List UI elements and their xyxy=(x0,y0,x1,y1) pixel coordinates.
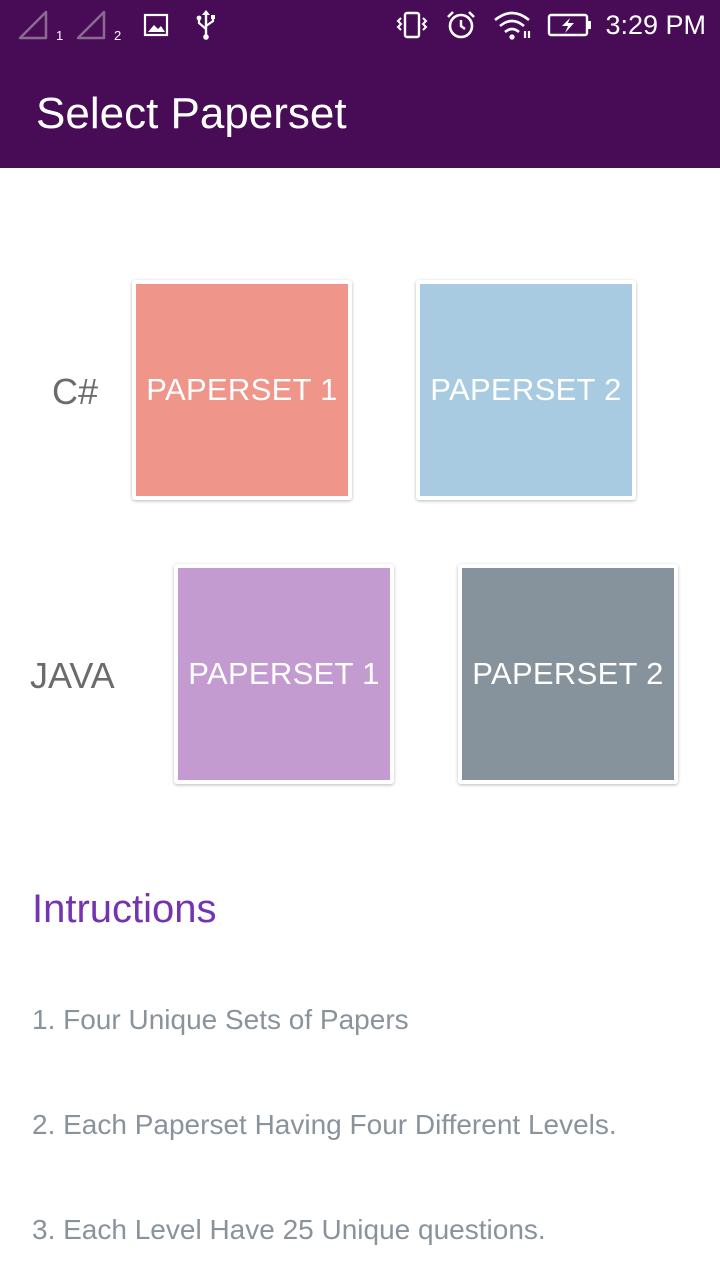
status-bar: 1 2 xyxy=(0,0,720,50)
java-paperset-2-button[interactable]: PAPERSET 2 xyxy=(458,564,678,784)
page-title: Select Paperset xyxy=(36,89,347,138)
alarm-icon xyxy=(444,0,478,50)
instruction-item: 1. Four Unique Sets of Papers xyxy=(32,1004,409,1035)
status-time: 3:29 PM xyxy=(605,10,706,40)
signal-sim2-icon: 2 xyxy=(74,0,124,50)
signal-sim1-icon: 1 xyxy=(16,0,66,50)
paperset-tile: PAPERSET 1 xyxy=(136,284,348,496)
instruction-item: 2. Each Paperset Having Four Different L… xyxy=(32,1109,617,1140)
java-paperset-1-button[interactable]: PAPERSET 1 xyxy=(174,564,394,784)
paperset-label: PAPERSET 2 xyxy=(430,372,622,407)
paperset-label: PAPERSET 1 xyxy=(188,656,380,691)
paperset-label: PAPERSET 1 xyxy=(146,372,338,407)
instructions-heading: Intructions xyxy=(32,887,217,931)
paperset-tile: PAPERSET 2 xyxy=(462,568,674,780)
instruction-item: 3. Each Level Have 25 Unique questions. xyxy=(32,1214,546,1245)
csharp-paperset-2-button[interactable]: PAPERSET 2 xyxy=(416,280,636,500)
sim1-label: 1 xyxy=(56,28,63,42)
csharp-paperset-1-button[interactable]: PAPERSET 1 xyxy=(132,280,352,500)
paperset-label: PAPERSET 2 xyxy=(472,656,664,691)
image-icon xyxy=(140,0,172,50)
row-label-csharp: C# xyxy=(52,371,99,412)
vibrate-icon xyxy=(394,0,430,50)
wifi-icon xyxy=(490,0,534,50)
battery-charging-icon xyxy=(546,0,594,50)
row-label-java: JAVA xyxy=(30,655,115,696)
sim2-label: 2 xyxy=(114,28,121,42)
paperset-tile: PAPERSET 1 xyxy=(178,568,390,780)
usb-icon xyxy=(190,0,222,50)
paperset-tile: PAPERSET 2 xyxy=(420,284,632,496)
app-bar: Select Paperset xyxy=(0,50,720,168)
